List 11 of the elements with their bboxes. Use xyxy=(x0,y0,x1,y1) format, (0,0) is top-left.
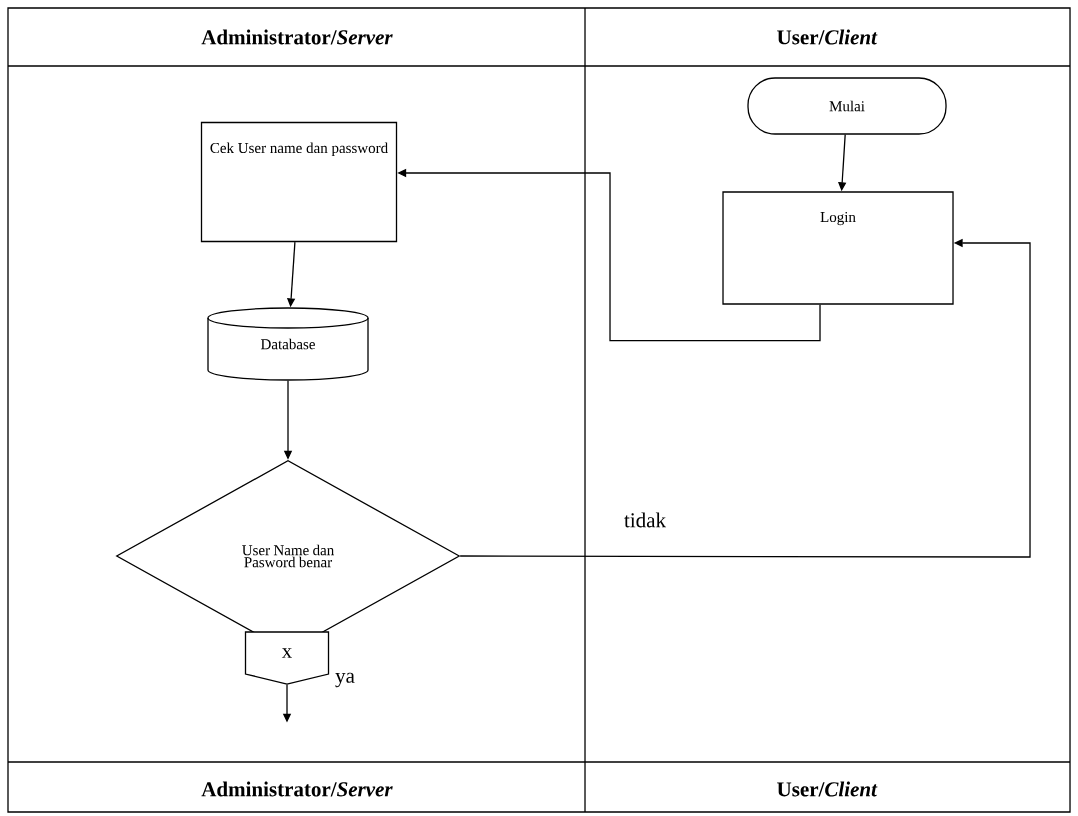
column-header: User/Client xyxy=(777,781,878,797)
edge-label: ya xyxy=(334,671,356,689)
edge-label: tidak xyxy=(623,511,667,529)
process-box: Login xyxy=(722,191,954,305)
column-header: User/Client xyxy=(777,29,878,45)
database-cylinder: Database xyxy=(207,307,369,381)
column-header: Administrator/Server xyxy=(201,29,393,45)
process-box: Cek User name dan password xyxy=(200,121,398,243)
off-page-connector: x xyxy=(244,631,330,685)
column-header: Administrator/Server xyxy=(201,781,393,797)
node-label: Database xyxy=(260,338,315,350)
